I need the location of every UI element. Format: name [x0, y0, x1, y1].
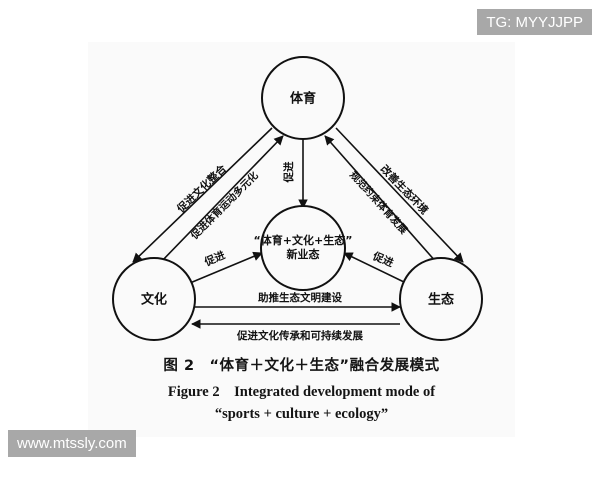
edge-label-left-to-center: 促进 — [202, 248, 228, 269]
edge-line-left-outer — [132, 127, 273, 263]
caption-english-line2: “sports + culture + ecology” — [214, 406, 389, 422]
edge-line-left-to-center — [189, 251, 263, 284]
edge-label-left-inner: 促进体育运动多元化 — [187, 169, 261, 243]
node-label-ecology: 生态 — [428, 292, 454, 308]
watermark-bottom-left: www.mtssly.com — [8, 430, 136, 457]
node-label-culture: 文化 — [141, 292, 167, 308]
edge-line-right-outer — [335, 127, 464, 263]
node-circle-center[interactable] — [260, 205, 346, 291]
edge-line-left-inner — [158, 135, 284, 265]
edge-line-right-inner — [324, 135, 438, 264]
caption-english-line1: Figure 2 Integrated development mode of — [167, 384, 436, 400]
edge-label-bottom-forward: 助推生态文明建设 — [258, 291, 342, 304]
node-circle-culture[interactable] — [112, 257, 196, 341]
node-label-sports: 体育 — [290, 91, 316, 107]
node-circle-sports[interactable] — [261, 56, 345, 140]
figure-caption: 图 2 “体育＋文化＋生态”融合发展模式 Figure 2 Integrated… — [88, 355, 515, 425]
edge-label-top-to-center: 促进 — [282, 161, 295, 183]
caption-chinese: 图 2 “体育＋文化＋生态”融合发展模式 — [163, 358, 440, 374]
edge-line-right-to-center — [343, 252, 407, 284]
node-label-center-line1: “体育+文化+生态” — [254, 233, 353, 247]
watermark-top-right: TG: MYYJJPP — [477, 9, 592, 35]
edge-label-bottom-backward: 促进文化传承和可持续发展 — [236, 329, 363, 342]
node-circle-ecology[interactable] — [399, 257, 483, 341]
node-label-center-line2: 新业态 — [287, 247, 320, 261]
